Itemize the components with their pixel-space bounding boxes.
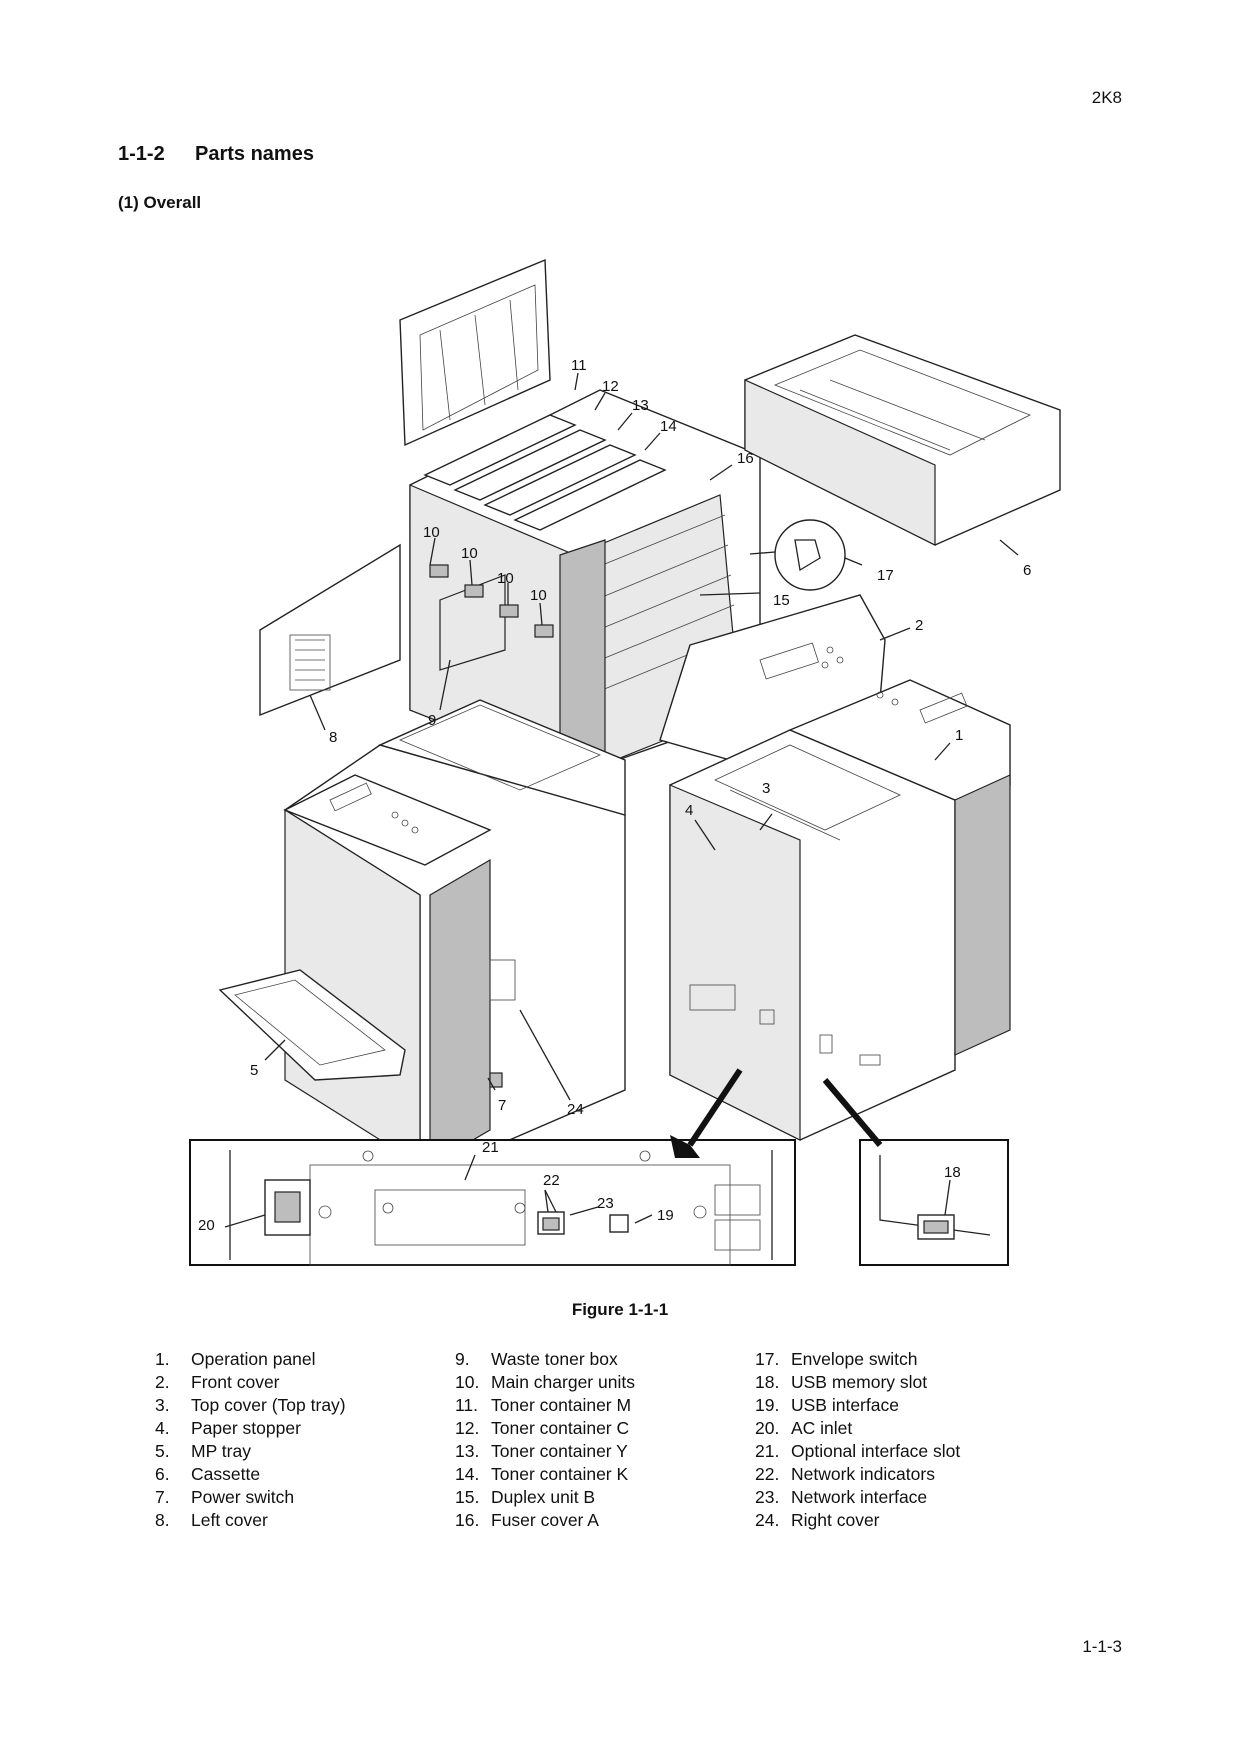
callout-8: 8	[329, 729, 337, 746]
usb-slot-inset	[822, 1078, 1009, 1266]
legend-item: 23.Network interface	[755, 1487, 928, 1507]
callout-6: 6	[1023, 562, 1031, 579]
leader-lines	[224, 372, 1019, 1228]
cassette-illustration	[744, 334, 1061, 546]
callout-11: 11	[571, 357, 587, 374]
rear-interface-inset	[189, 1068, 796, 1266]
subsection-heading: (1) Overall	[118, 193, 202, 212]
legend-item: 4.Paper stopper	[155, 1418, 301, 1438]
legend-item: 17.Envelope switch	[755, 1349, 918, 1369]
legend-column-3: 17.Envelope switch 18.USB memory slot 19…	[755, 1348, 1055, 1532]
legend-item: 20.AC inlet	[755, 1418, 853, 1438]
legend-item: 12.Toner container C	[455, 1418, 630, 1438]
section-number: 1-1-2	[118, 143, 165, 165]
callout-13: 13	[632, 397, 649, 414]
page-number: 1-1-3	[1082, 1637, 1122, 1656]
callout-5: 5	[250, 1062, 258, 1079]
callout-23: 23	[597, 1195, 614, 1212]
legend-item: 14.Toner container K	[455, 1464, 629, 1484]
section-heading: 1-1-2 Parts names	[118, 143, 314, 166]
callout-10d: 10	[530, 587, 547, 604]
callout-22: 22	[543, 1172, 560, 1189]
callout-19: 19	[657, 1207, 674, 1224]
legend-item: 3.Top cover (Top tray)	[155, 1395, 346, 1415]
legend-item: 5.MP tray	[155, 1441, 251, 1461]
legend-item: 15.Duplex unit B	[455, 1487, 596, 1507]
printer-front-view	[218, 699, 626, 1171]
callout-10a: 10	[423, 524, 440, 541]
legend-item: 16.Fuser cover A	[455, 1510, 599, 1530]
figure-caption: Figure 1-1-1	[571, 1300, 669, 1319]
parts-legend: 1.Operation panel 2.Front cover 3.Top co…	[155, 1348, 1055, 1532]
legend-column-1: 1.Operation panel 2.Front cover 3.Top co…	[155, 1348, 455, 1532]
legend-item: 18.USB memory slot	[755, 1372, 928, 1392]
callout-10c: 10	[497, 570, 514, 587]
legend-item: 9.Waste toner box	[455, 1349, 618, 1369]
callout-18: 18	[944, 1164, 961, 1181]
callout-10b: 10	[461, 545, 478, 562]
callout-labels: 1 2 3 4 5 6 7 8 9 10 10 10 10 11 12 13 1…	[198, 357, 1031, 1234]
section-title: Parts names	[195, 143, 314, 165]
legend-item: 11.Toner container M	[455, 1395, 632, 1415]
callout-4: 4	[685, 802, 693, 819]
callout-20: 20	[198, 1217, 215, 1234]
callout-16: 16	[737, 450, 754, 467]
legend-item: 13.Toner container Y	[455, 1441, 628, 1461]
legend-item: 24.Right cover	[755, 1510, 880, 1530]
callout-3: 3	[762, 780, 770, 797]
callout-1: 1	[955, 727, 963, 744]
legend-item: 10.Main charger units	[455, 1372, 635, 1392]
printer-open-view	[259, 258, 886, 796]
legend-item: 21.Optional interface slot	[755, 1441, 961, 1461]
callout-21: 21	[482, 1139, 499, 1156]
legend-item: 19.USB interface	[755, 1395, 899, 1415]
callout-14: 14	[660, 418, 677, 435]
callout-12: 12	[602, 378, 619, 395]
callout-15: 15	[773, 592, 790, 609]
legend-item: 1.Operation panel	[155, 1349, 316, 1369]
legend-item: 6.Cassette	[155, 1464, 261, 1484]
legend-item: 2.Front cover	[155, 1372, 280, 1392]
document-code: 2K8	[1091, 88, 1122, 107]
legend-item: 8.Left cover	[155, 1510, 268, 1530]
callout-7: 7	[498, 1097, 506, 1114]
printer-illustration: 1 2 3 4 5 6 7 8 9 10 10 10 10 11 12 13 1…	[189, 258, 1061, 1266]
legend-item: 7.Power switch	[155, 1487, 295, 1507]
callout-24: 24	[567, 1101, 584, 1118]
legend-column-2: 9.Waste toner box 10.Main charger units …	[455, 1348, 755, 1532]
legend-item: 22.Network indicators	[755, 1464, 935, 1484]
callout-17: 17	[877, 567, 894, 584]
parts-diagram: 1 2 3 4 5 6 7 8 9 10 10 10 10 11 12 13 1…	[0, 240, 1240, 1280]
callout-2: 2	[915, 617, 923, 634]
callout-9: 9	[428, 712, 436, 729]
printer-rear-view	[669, 679, 1011, 1141]
